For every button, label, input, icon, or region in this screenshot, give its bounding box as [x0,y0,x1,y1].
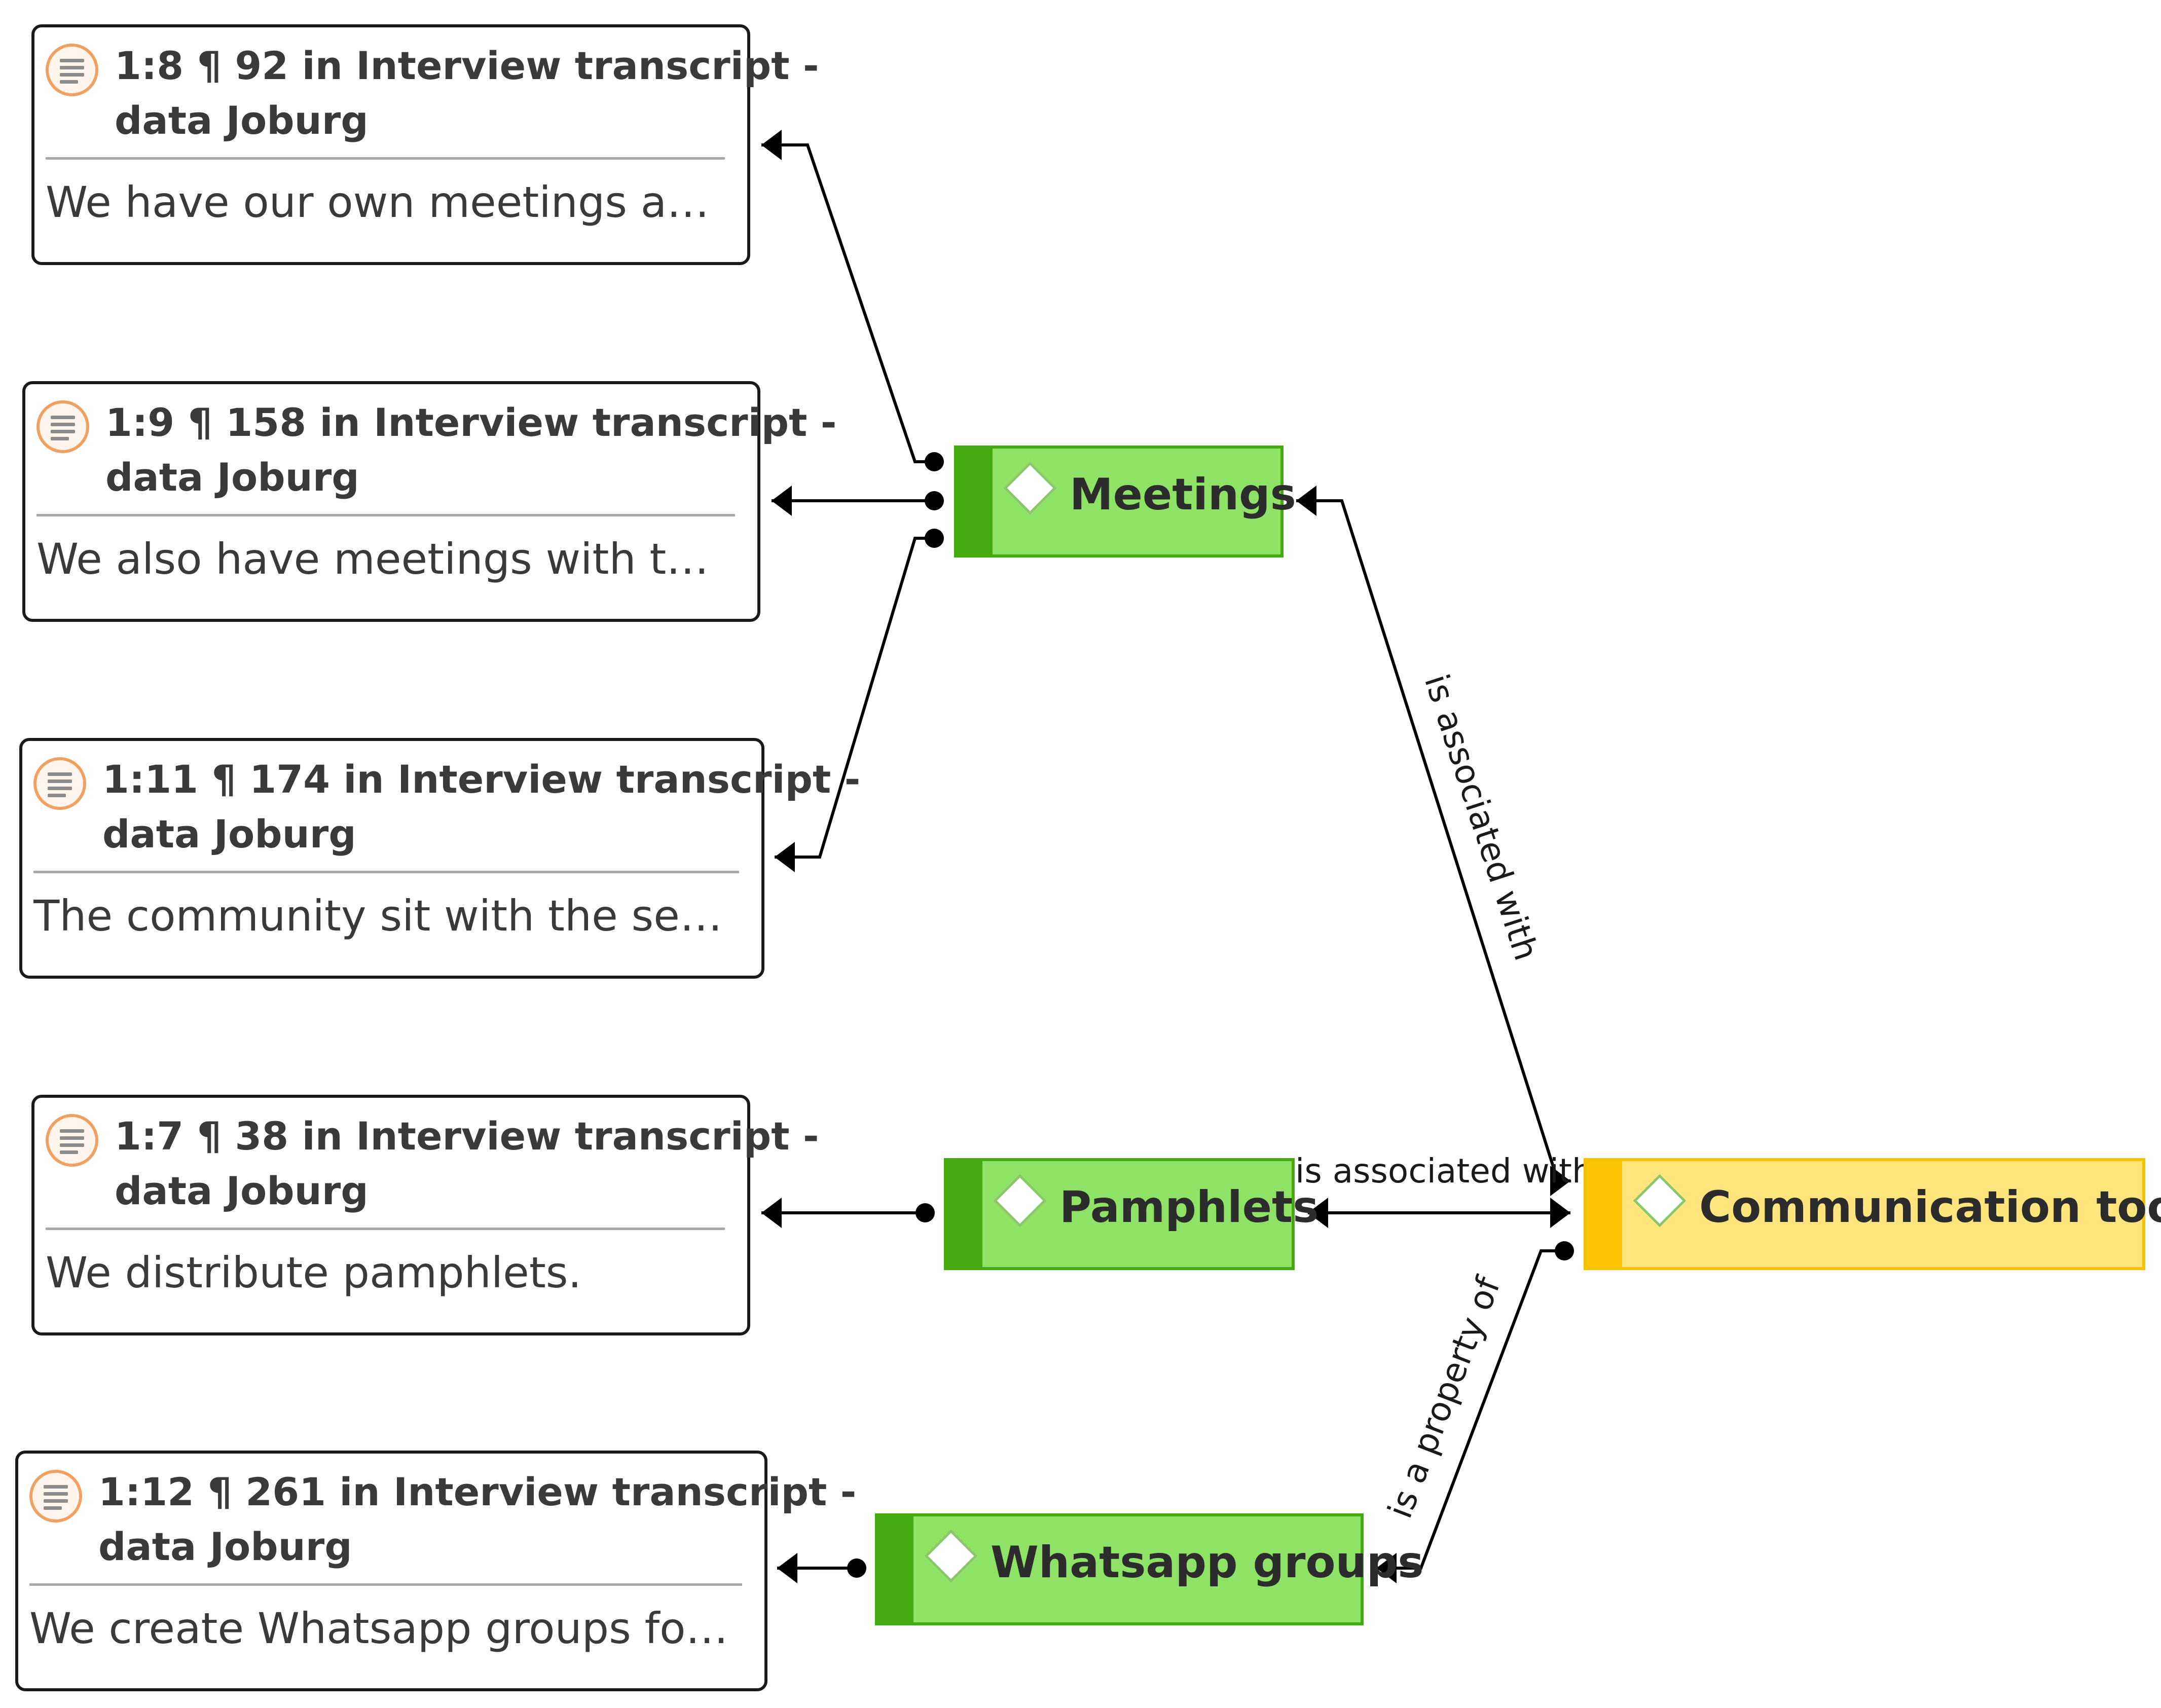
code-node-meetings[interactable]: Meetings [954,445,1296,558]
code-diamond-icon [1636,1177,1683,1224]
edge-meetings-q3 [775,529,944,872]
quotation-title: 1:9 ¶ 158 in Interview transcript - [105,400,837,445]
code-color-stripe [878,1516,913,1622]
edge-pamphlets-q4 [761,1198,935,1228]
code-diamond-icon [1007,465,1053,511]
relation-label-pamphlets: is associated with [1295,1152,1593,1191]
relation-label-meetings: is associated with [1417,670,1546,965]
quotation-document: data Joburg [105,455,359,500]
quotation-icon [46,1114,98,1167]
quotation-document: data Joburg [115,1168,369,1213]
quotation-text: We create Whatsapp groups for t… [29,1604,742,1653]
quotation-card-1-7[interactable]: 1:7 ¶ 38 in Interview transcript - data … [31,1095,819,1335]
code-label: Meetings [1070,469,1296,520]
code-diamond-icon [928,1533,974,1579]
code-label: Pamphlets [1059,1182,1319,1233]
divider [36,514,735,516]
code-color-stripe [957,449,993,554]
quotation-header: 1:7 ¶ 38 in Interview transcript - data … [46,1109,819,1218]
quotation-icon [46,44,98,96]
quotation-card-1-12[interactable]: 1:12 ¶ 261 in Interview transcript - dat… [15,1451,857,1691]
quotation-text: The community sit with the sector… [33,891,739,941]
edge-meetings-q1 [761,130,944,471]
quotation-title: 1:11 ¶ 174 in Interview transcript - [102,757,861,802]
edge-meetings-communication: is associated with [1296,486,1570,1196]
relation-label-whatsapp: is a property of [1380,1271,1509,1524]
code-node-pamphlets[interactable]: Pamphlets [944,1158,1318,1270]
quotation-icon [33,757,86,810]
quotation-text: We also have meetings with the… [36,534,735,584]
quotation-text: We distribute pamphlets. [46,1248,582,1297]
quotation-header: 1:9 ¶ 158 in Interview transcript - data… [36,395,837,505]
divider [46,1228,725,1230]
quotation-title: 1:7 ¶ 38 in Interview transcript - [115,1113,819,1159]
quotation-card-1-8[interactable]: 1:8 ¶ 92 in Interview transcript - data … [31,24,819,265]
edge-meetings-q2 [772,486,944,516]
quotation-card-1-11[interactable]: 1:11 ¶ 174 in Interview transcript - dat… [19,738,861,979]
edge-communication-whatsapp: is a property of [1376,1241,1574,1583]
quotation-text: We have our own meetings and… [46,177,725,227]
code-label: Whatsapp groups [991,1537,1424,1588]
quotation-icon [36,400,89,453]
divider [33,871,739,873]
code-node-whatsapp-groups[interactable]: Whatsapp groups [875,1513,1424,1625]
divider [29,1583,742,1586]
code-color-stripe [1587,1161,1622,1267]
code-node-communication-tools[interactable]: Communication tools [1584,1158,2161,1270]
code-color-stripe [947,1161,982,1267]
code-label: Communication tools [1699,1182,2161,1233]
quotation-title: 1:12 ¶ 261 in Interview transcript - [98,1469,857,1514]
quotation-icon [29,1470,82,1523]
edge-whatsapp-q5 [777,1553,866,1583]
divider [46,157,725,160]
quotation-title: 1:8 ¶ 92 in Interview transcript - [115,43,819,88]
quotation-document: data Joburg [115,98,369,143]
quotation-header: 1:12 ¶ 261 in Interview transcript - dat… [29,1465,857,1574]
quotation-header: 1:11 ¶ 174 in Interview transcript - dat… [33,752,861,862]
quotation-header: 1:8 ¶ 92 in Interview transcript - data … [46,39,819,148]
code-diamond-icon [997,1177,1043,1224]
quotation-card-1-9[interactable]: 1:9 ¶ 158 in Interview transcript - data… [22,381,837,622]
quotation-document: data Joburg [98,1524,352,1569]
edge-pamphlets-communication: is associated with [1295,1152,1593,1228]
quotation-document: data Joburg [102,811,356,857]
